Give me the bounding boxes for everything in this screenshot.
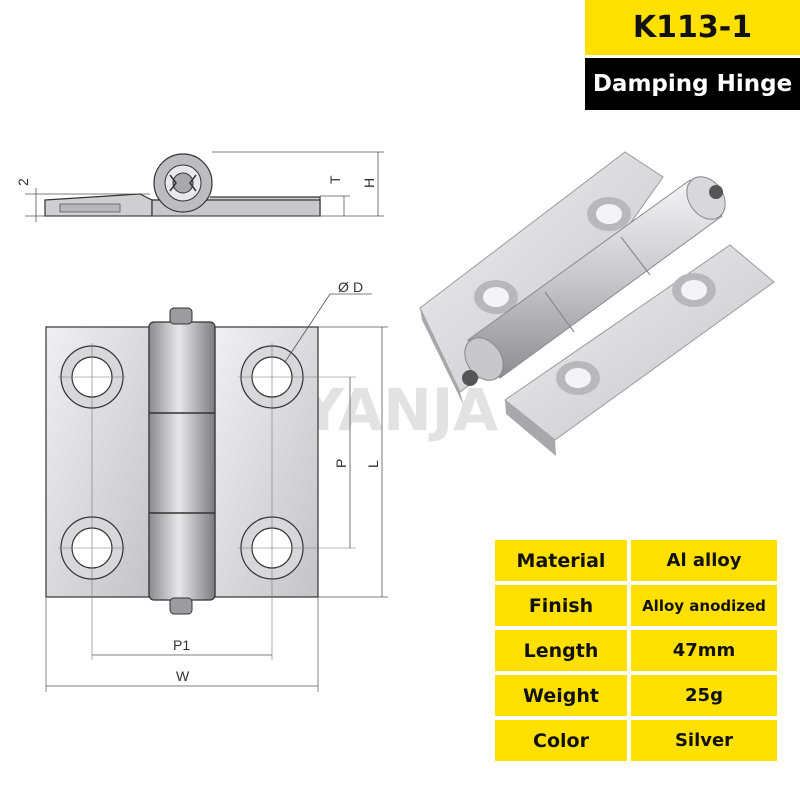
dim-label-p1: P1	[173, 637, 190, 653]
spec-row-color: Color Silver	[495, 720, 777, 761]
front-view: Ø D P L P1 W	[45, 279, 388, 692]
product-name-box: Damping Hinge	[585, 58, 800, 110]
spec-key: Length	[495, 630, 627, 671]
spec-key: Finish	[495, 585, 627, 626]
dim-label-l: L	[365, 460, 381, 468]
dim-label-p: P	[333, 459, 349, 468]
product-code-box: K113-1	[585, 0, 800, 55]
spec-row-length: Length 47mm	[495, 630, 777, 671]
spec-value: 25g	[631, 675, 777, 716]
dim-label-diameter-symbol: Ø	[338, 279, 349, 295]
spec-table: Material Al alloy Finish Alloy anodized …	[495, 540, 777, 765]
spec-value: Al alloy	[631, 540, 777, 581]
spec-key: Color	[495, 720, 627, 761]
side-view: 2 T H	[15, 151, 384, 222]
dim-label-thickness: 2	[15, 178, 31, 186]
spec-key: Weight	[495, 675, 627, 716]
dim-label-h: H	[361, 178, 377, 188]
dim-label-t: T	[327, 175, 343, 184]
spec-row-weight: Weight 25g	[495, 675, 777, 716]
spec-value: Alloy anodized	[631, 585, 777, 626]
spec-row-finish: Finish Alloy anodized	[495, 585, 777, 626]
dim-label-d: D	[353, 279, 363, 295]
spec-value: 47mm	[631, 630, 777, 671]
product-code: K113-1	[632, 10, 753, 45]
dim-label-w: W	[176, 668, 190, 684]
hinge-3d-render	[419, 151, 775, 456]
product-name: Damping Hinge	[592, 71, 793, 97]
spec-row-material: Material Al alloy	[495, 540, 777, 581]
spec-value: Silver	[631, 720, 777, 761]
spec-key: Material	[495, 540, 627, 581]
